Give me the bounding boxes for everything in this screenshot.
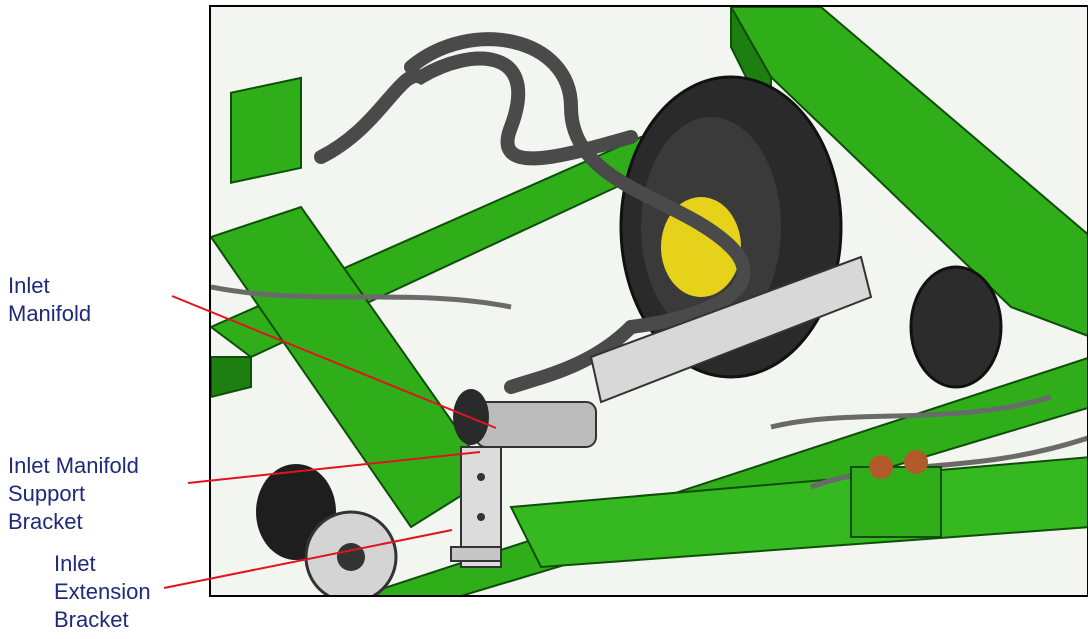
- label-inlet-manifold: Inlet Manifold: [8, 273, 92, 326]
- label-inlet-extension-bracket: Inlet Extension Bracket: [54, 551, 151, 632]
- disc-right: [909, 265, 1003, 389]
- machine-drawing: [211, 7, 1087, 595]
- inlet-extension-bracket: [450, 546, 502, 562]
- valve-block: [850, 450, 942, 538]
- label-inlet-manifold-support-bracket: Inlet Manifold Support Bracket: [8, 453, 139, 534]
- hydraulic-hoses: [314, 32, 751, 394]
- machine-illustration: [209, 5, 1088, 597]
- mount-plate: [230, 76, 302, 184]
